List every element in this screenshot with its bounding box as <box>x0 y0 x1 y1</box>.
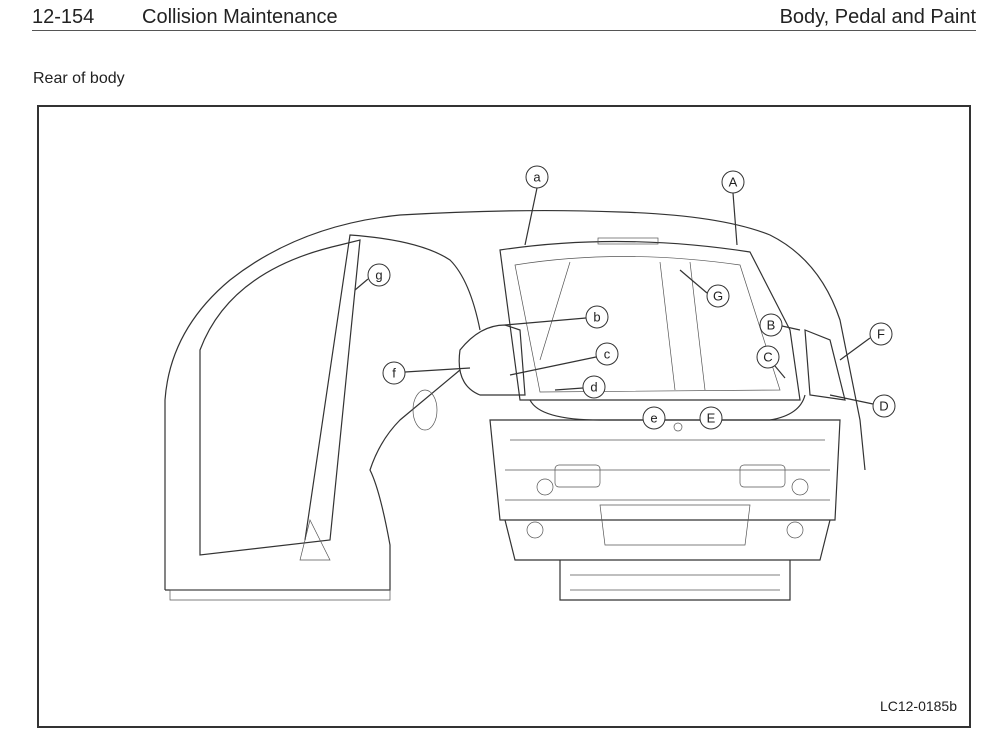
chapter-title: Body, Pedal and Paint <box>779 6 976 28</box>
callout-G: G <box>679 269 730 308</box>
svg-text:g: g <box>375 268 382 283</box>
svg-text:E: E <box>707 411 716 426</box>
callout-e: e <box>642 406 666 430</box>
side-body-outline <box>164 209 866 601</box>
svg-text:C: C <box>763 350 772 365</box>
figure-code: LC12-0185b <box>879 698 957 714</box>
svg-text:d: d <box>590 380 597 395</box>
callout-B: B <box>759 313 801 337</box>
svg-text:F: F <box>877 327 885 342</box>
svg-text:D: D <box>879 399 888 414</box>
callout-g: g <box>354 263 391 291</box>
callout-d: d <box>554 375 606 399</box>
page-header: 12-154 Collision Maintenance Body, Pedal… <box>32 4 976 31</box>
callout-a: a <box>524 165 549 246</box>
svg-text:B: B <box>767 318 776 333</box>
figure-frame: LC12-0185b <box>37 105 971 728</box>
svg-text:f: f <box>392 366 396 381</box>
svg-text:e: e <box>650 411 657 426</box>
svg-text:b: b <box>593 310 600 325</box>
svg-text:G: G <box>713 289 723 304</box>
svg-text:c: c <box>604 347 611 362</box>
figure-subtitle: Rear of body <box>33 70 125 87</box>
callout-F: F <box>839 322 893 361</box>
svg-text:A: A <box>729 175 738 190</box>
svg-text:a: a <box>533 170 541 185</box>
callout-C: C <box>756 345 786 379</box>
section-title: Collision Maintenance <box>142 6 338 28</box>
callout-D: D <box>829 394 896 418</box>
callouts: a A g G b B F c C f d D e E <box>354 165 896 430</box>
rear-body-outline <box>458 237 846 601</box>
page-number: 12-154 <box>32 6 95 28</box>
callout-E: E <box>699 406 723 430</box>
callout-f: f <box>382 361 471 385</box>
callout-A: A <box>721 170 745 246</box>
callout-b: b <box>504 305 609 329</box>
callout-c: c <box>509 342 619 376</box>
